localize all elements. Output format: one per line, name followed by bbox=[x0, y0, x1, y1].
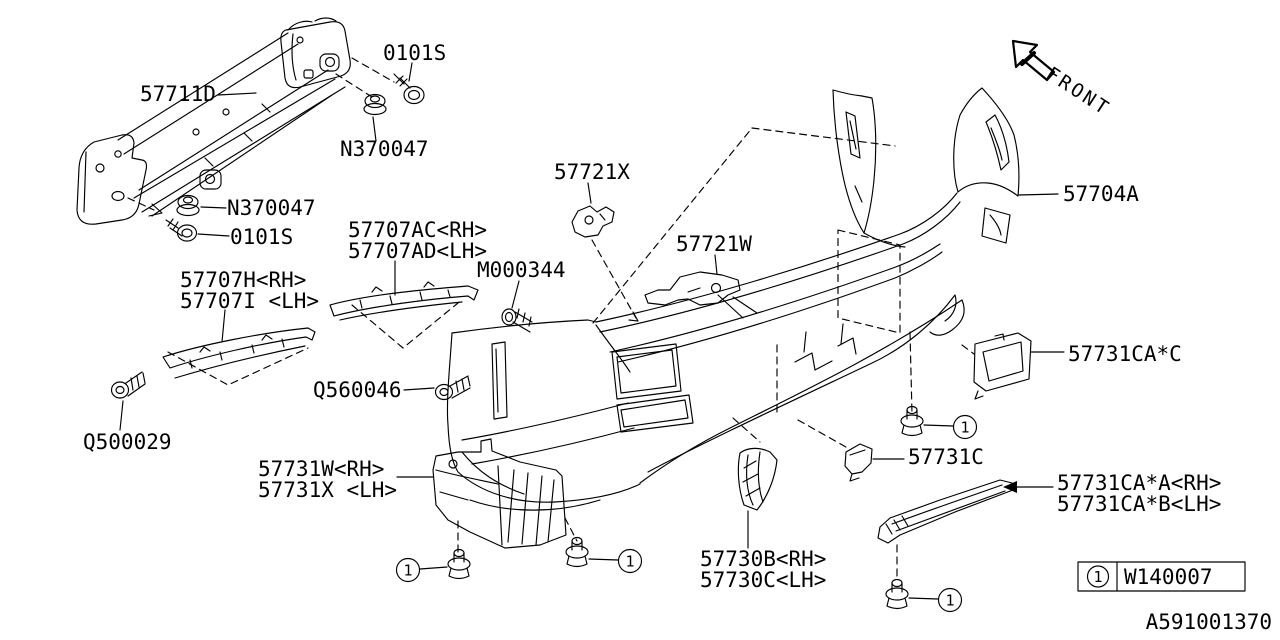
part-label-57704a: 57704A bbox=[1063, 182, 1139, 206]
leader-lines bbox=[119, 62, 1065, 600]
part-label-q500029: Q500029 bbox=[83, 430, 172, 454]
part-label-57707i-lh: 57707I <LH> bbox=[180, 289, 319, 313]
callout-circles bbox=[395, 414, 978, 613]
mud-guard-57731w-drawing bbox=[432, 438, 578, 554]
part-label-57707ad-lh: 57707AD<LH> bbox=[348, 239, 487, 263]
callout-2-number: 1 bbox=[403, 562, 412, 580]
clip-fastener-4 bbox=[885, 578, 909, 610]
molding-57731caa-drawing bbox=[877, 479, 1014, 580]
fastener-bolt-0101s-top bbox=[393, 73, 425, 105]
part-label-57731cac: 57731CA*C bbox=[1068, 342, 1182, 366]
fastener-bolt-m000344 bbox=[501, 308, 533, 333]
bracket-57707h-drawing bbox=[162, 327, 316, 386]
cover-57731cac-drawing bbox=[973, 332, 1032, 400]
callout-4-number: 1 bbox=[945, 592, 954, 610]
bumper-beam-drawing bbox=[76, 17, 395, 225]
fastener-screw-q500029 bbox=[110, 371, 146, 399]
callout-1-number: 1 bbox=[960, 419, 969, 437]
part-label-57721x: 57721X bbox=[554, 160, 630, 184]
part-label-57707ac-rh: 57707AC<RH> bbox=[348, 218, 487, 242]
clip-fastener-1 bbox=[900, 405, 924, 437]
part-label-q560046: Q560046 bbox=[313, 378, 402, 402]
bracket-57707ac-drawing bbox=[329, 281, 479, 349]
bracket-57721w-drawing bbox=[644, 271, 758, 319]
part-label-m000344: M000344 bbox=[477, 258, 566, 282]
front-direction-arrow-icon bbox=[1011, 39, 1056, 82]
bracket-57730b-drawing bbox=[737, 447, 778, 511]
fastener-screw-q560046 bbox=[434, 375, 471, 401]
part-label-n370047-left: N370047 bbox=[227, 196, 316, 220]
part-label-57731cab-lh: 57731CA*B<LH> bbox=[1057, 492, 1221, 516]
part-label-57721w: 57721W bbox=[676, 232, 752, 256]
part-label-0101s-top: 0101S bbox=[383, 41, 446, 65]
part-label-57731x-lh: 57731X <LH> bbox=[258, 478, 397, 502]
legend-callout-number: 1 bbox=[1093, 568, 1102, 586]
front-direction-label: FRONT bbox=[1042, 63, 1115, 121]
clip-fastener-2 bbox=[447, 548, 471, 580]
fastener-nut-n370047-top bbox=[363, 93, 387, 116]
legend-fastener-code: W140007 bbox=[1124, 565, 1213, 589]
part-label-0101s-left: 0101S bbox=[230, 225, 293, 249]
part-label-n370047-top: N370047 bbox=[340, 137, 429, 161]
callout-3-number: 1 bbox=[625, 553, 634, 571]
bumper-cover-drawing bbox=[446, 87, 1020, 511]
part-label-57730c-lh: 57730C<LH> bbox=[700, 568, 826, 592]
fastener-bolt-0101s-left bbox=[165, 218, 198, 242]
legend-box bbox=[1077, 561, 1246, 592]
bracket-57721x-drawing bbox=[571, 205, 639, 322]
drawing-number: A591001370 bbox=[1146, 610, 1272, 634]
part-label-57707h-rh: 57707H<RH> bbox=[180, 268, 306, 292]
part-label-57711d: 57711D bbox=[140, 82, 216, 106]
fastener-nut-n370047-left bbox=[176, 194, 200, 217]
part-label-57731caa-rh: 57731CA*A<RH> bbox=[1057, 471, 1221, 495]
bracket-57731c-drawing bbox=[844, 443, 873, 482]
part-label-57730b-rh: 57730B<RH> bbox=[700, 547, 826, 571]
part-label-57731c: 57731C bbox=[908, 445, 984, 469]
part-label-57731w-rh: 57731W<RH> bbox=[258, 457, 384, 481]
clip-fastener-3 bbox=[565, 536, 589, 568]
